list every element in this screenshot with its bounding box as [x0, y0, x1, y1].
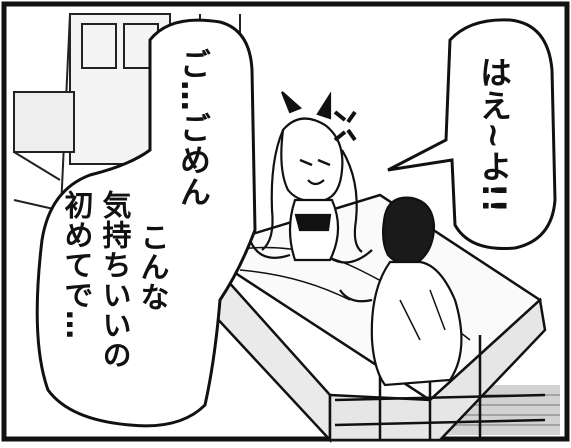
anger-mark-icon: [333, 110, 357, 142]
dialogue-line-2: こんな: [136, 222, 170, 312]
dialogue-line-4: 初めてで…: [60, 190, 94, 340]
girl-figure: [248, 91, 373, 264]
speech-bubble-right: [387, 18, 557, 251]
speech-bubble-left: [35, 18, 257, 428]
dialogue-shout: はえ~よ!!: [475, 56, 513, 214]
dialogue-line-3: 気持ちいいの: [98, 190, 132, 370]
boy-figure: [339, 196, 463, 387]
dialogue-line-1: ご…ごめん: [174, 48, 210, 208]
